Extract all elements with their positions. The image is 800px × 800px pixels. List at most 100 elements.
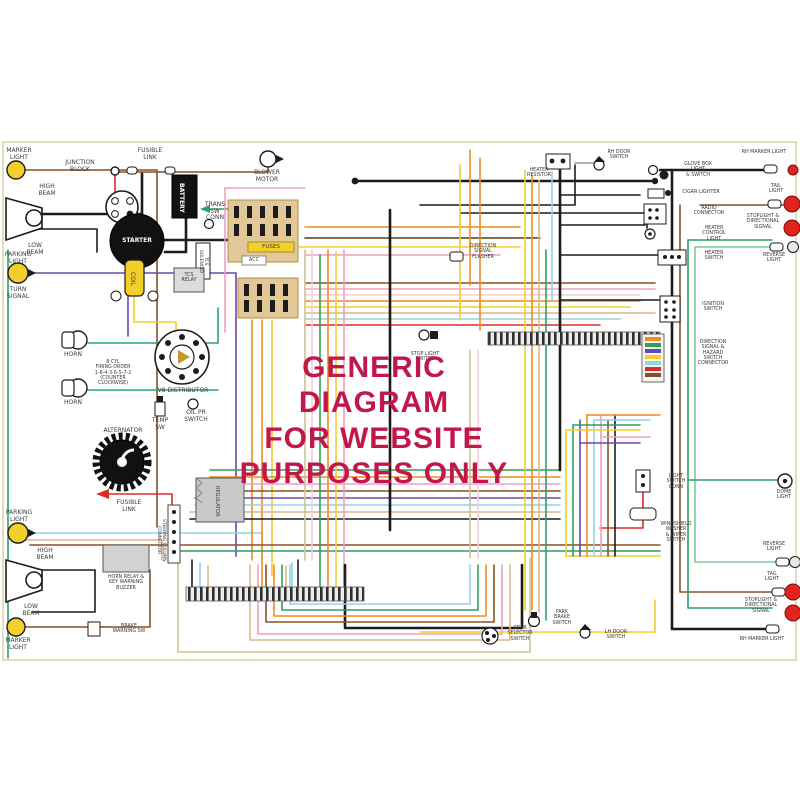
label-stoplight-bottom: STOPLIGHT & DIRECTIONAL SIGNAL — [744, 598, 778, 614]
wiper-switch-icon — [629, 507, 657, 521]
fusible-link-icon-1 — [126, 166, 176, 175]
label-tcs-relay: TCS RELAY — [181, 273, 197, 284]
label-steering-column: STEERING COLUMN CONNECTOR — [156, 518, 166, 562]
horn-icon-1 — [61, 330, 88, 350]
label-regulator: REGULATOR — [214, 485, 220, 517]
lh-door-switch-icon — [579, 624, 591, 639]
trans-switch-connector-icon — [203, 218, 215, 230]
reverse-light-top-icon — [769, 241, 799, 253]
label-cigar-lighter: CIGAR LIGHTER — [682, 190, 720, 195]
label-temp-sw: TEMP SW — [151, 417, 169, 431]
label-horn-relay: HORN RELAY & KEY WARNING BUZZER — [107, 575, 145, 591]
label-high-beam-2: HIGH BEAM — [36, 547, 54, 561]
label-horn-2: HORN — [64, 399, 82, 406]
junction-block-icon — [110, 166, 120, 176]
label-fuses: FUSES — [262, 244, 280, 250]
instrument-cluster-connector — [487, 331, 661, 346]
direction-hazard-connector — [641, 333, 665, 383]
ignition-coil — [110, 259, 159, 302]
rh-marker-light-top-icon — [763, 164, 799, 176]
red-arrow-icon — [96, 489, 109, 499]
label-reverse-top: REVERSE LIGHT — [762, 253, 786, 264]
label-gear-selector: GEAR SELECTOR SWITCH — [507, 626, 533, 642]
horn-relay-buzzer — [102, 544, 150, 573]
label-tcs-solenoid: TCS SOLENOID — [198, 249, 208, 273]
direction-signal-flasher-icon — [449, 251, 464, 262]
accessory-block — [237, 277, 299, 319]
marker-light-icon-2 — [6, 617, 26, 637]
oil-pressure-switch-icon — [187, 398, 199, 410]
cigar-lighter-icon — [647, 188, 671, 199]
ignition-switch-connector-icon — [659, 295, 681, 323]
label-junction-block: JUNCTION BLOCK — [65, 159, 95, 173]
voltage-regulator — [195, 477, 245, 523]
label-stoplight-top: STOPLIGHT & DIRECTIONAL SIGNAL — [746, 214, 780, 230]
bulkhead-connector-strip — [185, 586, 365, 602]
label-battery: BATTERY — [178, 183, 185, 213]
tail-light-top-icon — [767, 195, 800, 213]
label-low-beam-1: LOW BEAM — [26, 242, 44, 256]
tail-light-bottom-icon — [771, 583, 800, 601]
label-alternator: ALTERNATOR — [103, 427, 143, 434]
label-glove-box: GLOVE BOX LIGHT & SWITCH — [684, 162, 712, 178]
label-tail-light-bottom: TAIL LIGHT — [764, 572, 780, 583]
label-heater-resistor: HEATER RESISTOR — [527, 168, 551, 179]
rh-marker-light-bottom-icon — [765, 624, 780, 634]
reverse-light-bottom-icon — [775, 556, 800, 568]
watermark-text: GENERIC DIAGRAM FOR WEBSITE PURPOSES ONL… — [239, 351, 509, 491]
heater-resistor-icon — [545, 153, 571, 170]
gear-selector-switch-icon — [481, 627, 499, 645]
distributor — [154, 329, 210, 385]
wire-bundle-far-right — [651, 168, 785, 631]
label-coil: COIL — [129, 271, 136, 287]
label-brake-warning: BRAKE WARNING SW — [112, 624, 146, 635]
label-heater-control-light: HEATER CONTROL LIGHT — [702, 226, 726, 242]
wire-bundle-top-center — [114, 167, 541, 593]
label-radio-connector: RADIO CONNECTOR — [693, 206, 725, 217]
battery — [171, 174, 198, 219]
label-parking-light-1: PARKING LIGHT — [4, 251, 32, 265]
wire-bundle-top-right — [351, 149, 661, 621]
label-rh-marker-bottom: RH MARKER LIGHT — [739, 637, 785, 642]
turn-signal-icon-1 — [7, 262, 36, 284]
label-direction-signal-flasher: DIRECTION SIGNAL FLASHER — [469, 244, 497, 260]
label-v8-distributor: V8 DISTRIBUTOR — [157, 387, 209, 394]
dome-light-icon — [777, 473, 793, 489]
horn-icon-2 — [61, 378, 88, 398]
stoplight-top-icon — [783, 219, 800, 237]
light-switch-connector-icon — [635, 469, 651, 493]
label-fusible-link-1: FUSIBLE LINK — [137, 147, 163, 161]
label-marker-light-2: MARKER LIGHT — [5, 637, 31, 651]
marker-light-icon-1 — [6, 160, 26, 180]
label-lh-door-switch: LH DOOR SWITCH — [604, 630, 628, 641]
wire-bundle-right-dense — [565, 414, 661, 557]
label-marker-light-1: MARKER LIGHT — [6, 147, 32, 161]
label-firing-order: 8 CYL FIRING ORDER 1-8-4-3-6-5-7-2 (COUN… — [94, 360, 132, 387]
label-rh-door-switch: RH DOOR SWITCH — [607, 150, 631, 161]
label-direction-hazard: DIRECTION SIGNAL & HAZARD SWITCH CONNECT… — [697, 340, 729, 367]
label-parking-light-2: PARKING LIGHT — [5, 509, 33, 523]
stoplight-bottom-icon — [784, 604, 800, 622]
headlight-icon-1 — [5, 196, 43, 242]
label-starter: STARTER — [122, 237, 152, 244]
label-blower-motor: BLOWER MOTOR — [254, 169, 280, 183]
temp-switch-icon — [154, 396, 166, 417]
stop-light-switch-icon — [418, 329, 438, 341]
alternator — [92, 432, 152, 492]
label-trans-sw-conn: TRANS SW CONN — [205, 201, 225, 222]
label-rh-marker-top: RH MARKER LIGHT — [741, 150, 787, 155]
heater-switch-icon — [657, 249, 687, 266]
label-tail-light-top: TAIL LIGHT — [768, 184, 784, 195]
label-fusible-link-2: FUSIBLE LINK — [116, 499, 142, 513]
label-heater-switch: HEATER SWITCH — [704, 251, 724, 262]
tcs-relay — [173, 267, 205, 293]
radio-connector-icon — [643, 203, 667, 225]
label-high-beam-1: HIGH BEAM — [38, 183, 56, 197]
label-turn-signal-1: TURN SIGNAL — [6, 286, 30, 300]
brake-warning-switch-icon — [87, 621, 101, 637]
label-acc: ACC — [249, 258, 259, 263]
fuse-block — [227, 199, 299, 266]
label-park-brake: PARK BRAKE SWITCH — [552, 610, 572, 626]
